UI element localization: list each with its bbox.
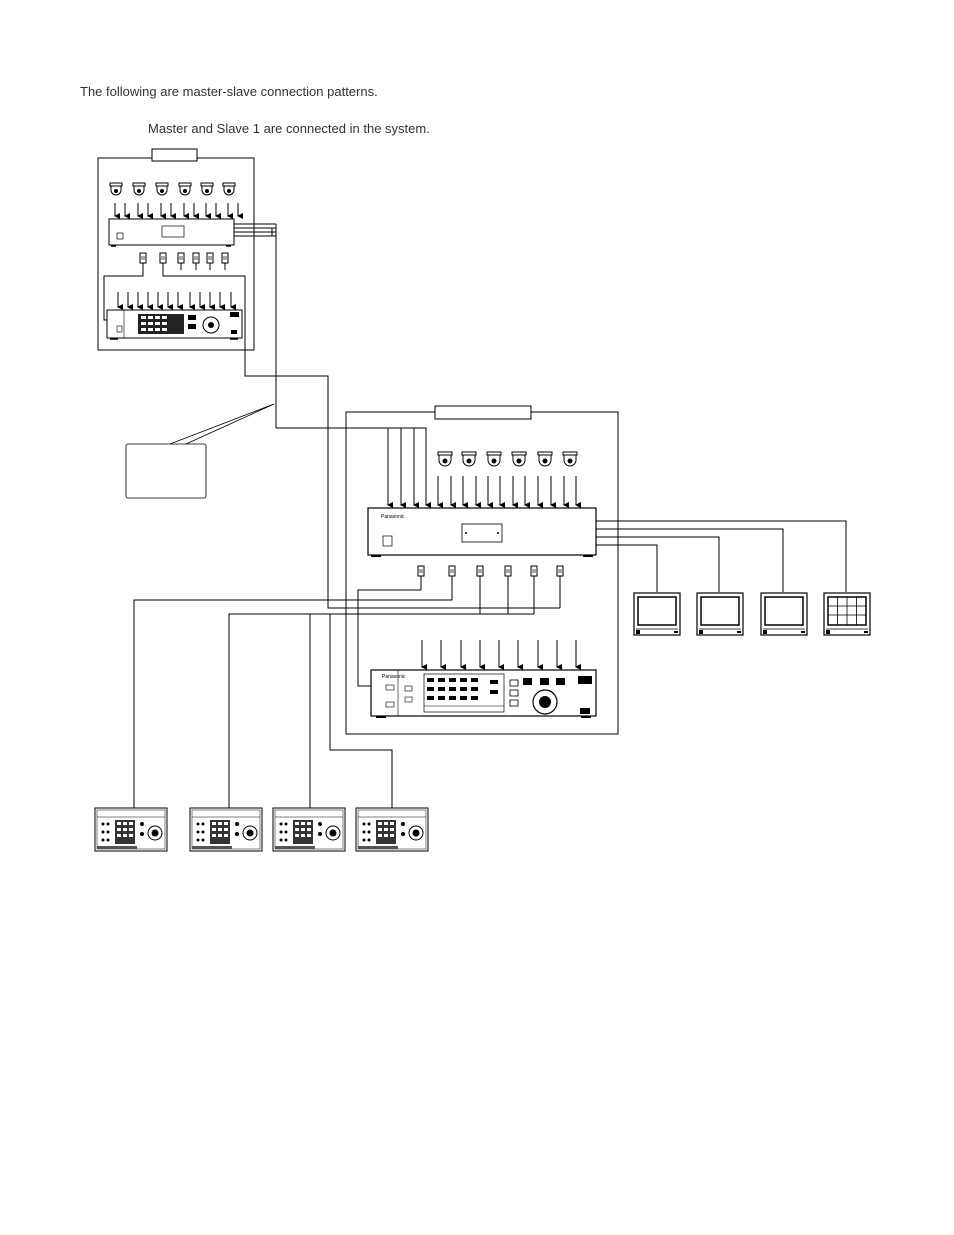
plug-icon	[448, 565, 456, 577]
camera-icon	[511, 451, 527, 467]
camera-icon	[178, 182, 192, 196]
plug-icon	[556, 565, 564, 577]
camera-icon	[562, 451, 578, 467]
slave-controller-arrows	[421, 640, 581, 670]
plug-icon	[530, 565, 538, 577]
slave-monitors	[633, 592, 871, 636]
callout-balloon	[125, 403, 275, 499]
camera-icon	[200, 182, 214, 196]
plug-icon	[159, 252, 167, 264]
plug-icon	[417, 565, 425, 577]
camera-icon	[132, 182, 146, 196]
plug-icon	[177, 252, 185, 264]
master-cameras	[109, 182, 236, 196]
plug-icon	[221, 252, 229, 264]
camera-icon	[437, 451, 453, 467]
master-matrix-switcher	[108, 218, 235, 247]
subtitle-text: Master and Slave 1 are connected in the …	[148, 121, 430, 136]
remote-keyboard-icon	[189, 807, 263, 852]
intro-text: The following are master-slave connectio…	[80, 84, 378, 99]
master-controller-arrows	[117, 292, 236, 310]
slave-system: Panasonic	[133, 405, 847, 822]
monitor-icon	[696, 592, 744, 636]
camera-icon	[537, 451, 553, 467]
master-system	[97, 148, 560, 609]
plug-icon	[504, 565, 512, 577]
switcher-brand-label: Panasonic	[381, 514, 405, 520]
plug-icon	[192, 252, 200, 264]
quad-monitor-icon	[823, 592, 871, 636]
camera-icon	[486, 451, 502, 467]
slave-label-box	[434, 405, 532, 420]
master-system-controller	[106, 309, 243, 340]
slave-plug-wires	[133, 576, 561, 822]
remote-keyboards	[94, 807, 429, 852]
master-plug-wires	[103, 263, 560, 609]
remote-keyboard-icon	[355, 807, 429, 852]
master-data-plugs	[139, 252, 229, 264]
monitor-icon	[633, 592, 681, 636]
slave-data-plugs	[417, 565, 564, 577]
master-trunk-lines	[234, 223, 431, 508]
master-label-box	[151, 148, 198, 162]
plug-icon	[206, 252, 214, 264]
camera-icon	[155, 182, 169, 196]
monitor-icon	[760, 592, 808, 636]
master-camera-arrows	[114, 203, 243, 219]
camera-icon	[222, 182, 236, 196]
controller-brand-label: Panasonic	[382, 674, 406, 680]
camera-icon	[461, 451, 477, 467]
camera-icon	[109, 182, 123, 196]
slave-system-controller: Panasonic	[370, 669, 597, 718]
plug-icon	[476, 565, 484, 577]
slave-camera-arrows	[437, 476, 581, 508]
monitor-output-lines	[596, 520, 847, 592]
remote-keyboard-icon	[272, 807, 346, 852]
slave-matrix-switcher: Panasonic	[367, 507, 597, 557]
remote-keyboard-icon	[94, 807, 168, 852]
slave-cameras	[437, 451, 578, 467]
plug-icon	[139, 252, 147, 264]
